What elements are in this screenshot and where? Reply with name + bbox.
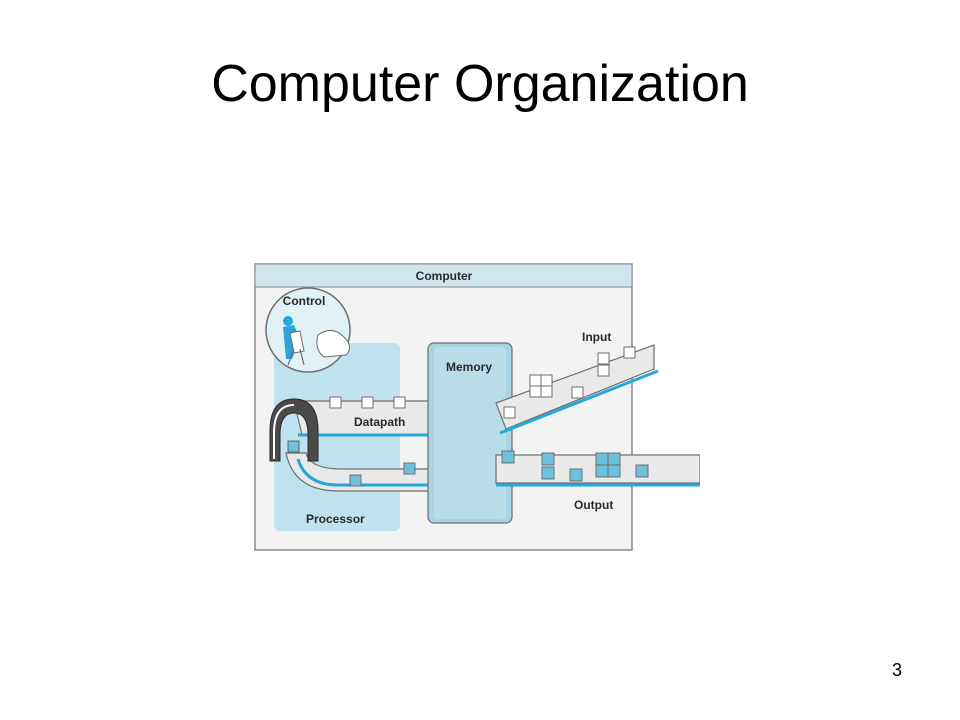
- datapath-square: [403, 462, 416, 475]
- input-square: [503, 406, 516, 419]
- output-grid-chip: [595, 452, 621, 478]
- datapath-stripe-bottom: [296, 458, 430, 487]
- slide-title: Computer Organization: [211, 55, 749, 113]
- output-label: Output: [574, 498, 613, 512]
- processor-label: Processor: [306, 512, 365, 526]
- arch-chip: [287, 440, 300, 453]
- input-square: [597, 364, 610, 377]
- computer-organization-diagram: Computer Control Datapath Processor Memo…: [254, 263, 700, 553]
- input-square: [597, 352, 610, 365]
- output-square: [635, 464, 649, 478]
- datapath-square: [329, 396, 342, 409]
- datapath-arch: [269, 398, 319, 462]
- input-label: Input: [582, 330, 611, 344]
- slide-number: 3: [891, 660, 902, 680]
- computer-header-bar: [254, 263, 633, 288]
- input-square: [623, 346, 636, 359]
- memory-label: Memory: [446, 360, 492, 374]
- datapath-square: [349, 474, 362, 487]
- output-square: [569, 468, 583, 482]
- datapath-square: [393, 396, 406, 409]
- datapath-label: Datapath: [354, 415, 405, 429]
- control-label: Control: [283, 294, 326, 308]
- input-square: [571, 386, 584, 399]
- input-stripe: [499, 369, 659, 435]
- computer-label: Computer: [416, 269, 473, 283]
- input-grid-chip: [529, 374, 553, 398]
- output-square: [501, 450, 515, 464]
- output-square: [541, 466, 555, 480]
- output-square: [541, 452, 555, 466]
- processor-panel: [274, 343, 400, 531]
- datapath-square: [361, 396, 374, 409]
- control-person-icon: [283, 316, 350, 366]
